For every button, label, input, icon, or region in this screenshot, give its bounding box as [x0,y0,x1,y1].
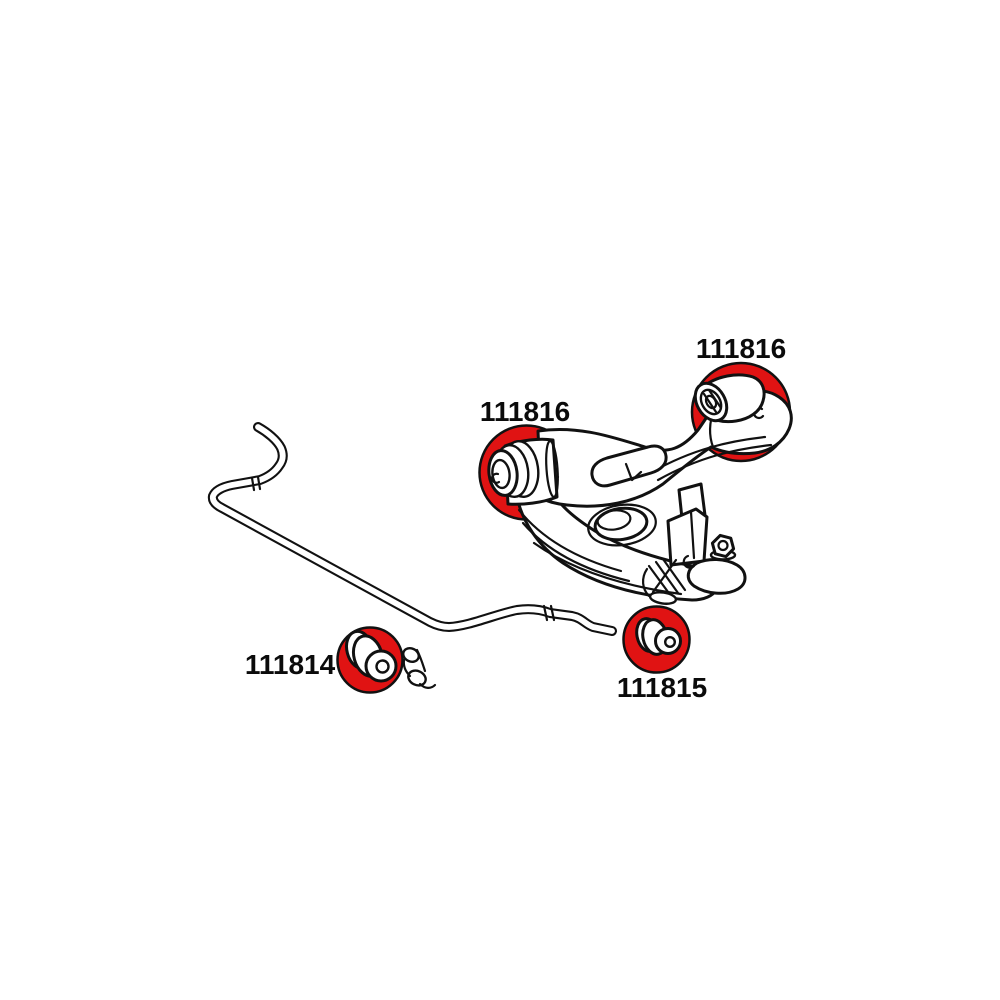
anti-roll-bar-body [209,424,615,634]
spring-seat-boss [587,503,657,547]
ball-joint-nut [710,533,736,559]
bar-bushing-hole [375,659,390,674]
rear-arm-bushing [693,373,766,424]
ball-joint-curl-detail [682,554,696,569]
link-bushing-hole [664,636,677,649]
lower-leg-crease-2 [521,521,631,583]
clamp-bracket-ring-top [402,647,420,663]
clamp-bracket-links [402,648,427,678]
rear-bushing-hatch [702,388,723,414]
anti-roll-bar-bushing [345,629,437,689]
ball-joint-clamp-arc [642,567,651,598]
part-number-label-antirollbar-bushing: 111814 [245,649,336,680]
ball-joint-housing [686,558,747,595]
lower-leg-crease-1 [517,508,623,573]
ball-joint-clamp-lines [647,557,687,598]
rear-neck-crease-2 [656,443,773,482]
part-number-label-antirollbar-link-bushing: 111815 [617,672,707,703]
front-bushing-center-hole [490,472,501,484]
front-arm-bushing [487,437,559,506]
spring-seat-hole [593,506,649,542]
arm-slot-hole [590,444,668,488]
ball-joint-nut-center [717,539,729,552]
spring-seat-hole-inner [596,509,632,531]
clamp-bracket-foot [418,682,437,689]
anti-roll-bar [207,422,617,636]
ball-joint-clamp-base [648,591,678,605]
arm-slot-detail [624,462,643,482]
front-bushing-weld-line [545,439,559,499]
anti-roll-bar-collar-mark-right [542,604,556,622]
part-number-label-rear-arm-bushing: 111816 [696,333,786,364]
anti-roll-bar-collar-mark-left [250,475,262,492]
ball-joint-assembly [642,482,747,605]
ball-joint-plate-fold [689,510,696,560]
anti-roll-bar-link-bushing [635,617,682,656]
lower-leg-crease-3 [532,541,683,596]
part-number-label-front-arm-bushing: 111816 [480,396,570,427]
